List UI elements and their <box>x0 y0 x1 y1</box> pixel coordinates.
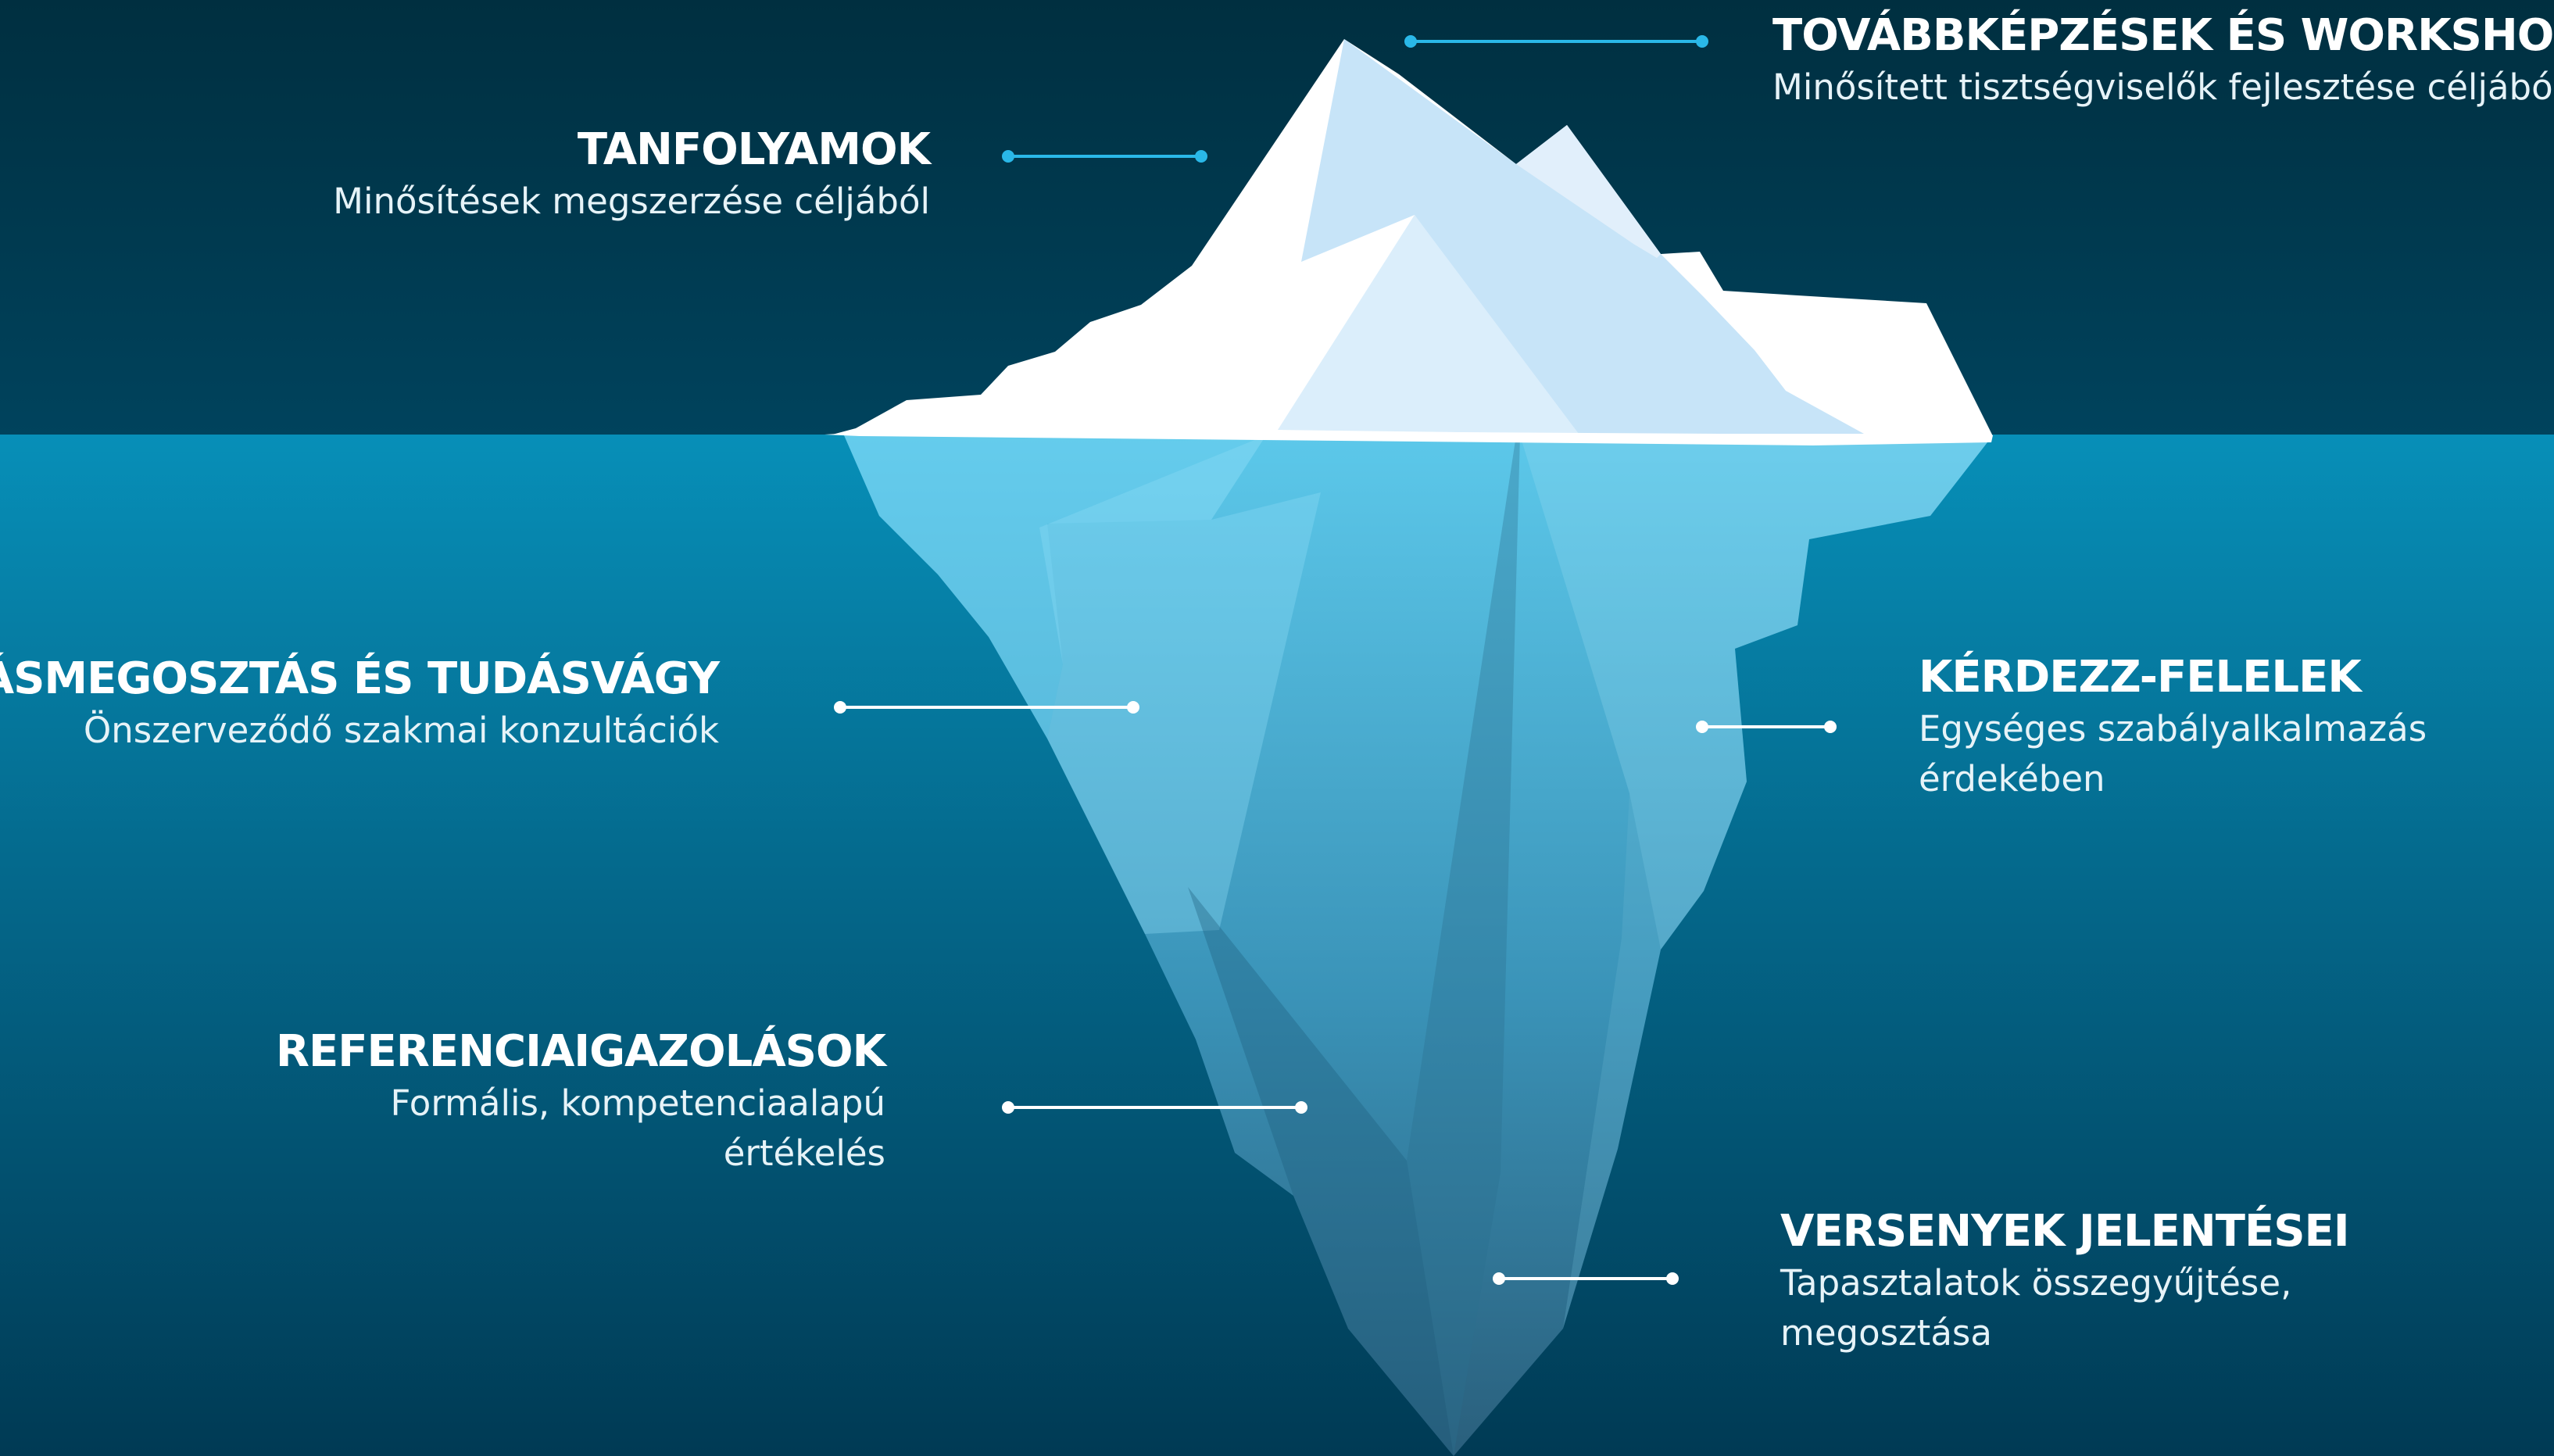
label-tanfolyamok: TANFOLYAMOK Minősítések megszerzése célj… <box>333 123 931 227</box>
label-subtitle-line1: Egységes szabályalkalmazás <box>1919 708 2427 749</box>
connector-versenyek <box>1493 1272 1679 1285</box>
connector-kerdezz <box>1696 721 1837 733</box>
label-referencia: REFERENCIAIGAZOLÁSOK Formális, kompetenc… <box>275 1025 886 1179</box>
connector-tudasmegosztas <box>834 701 1139 714</box>
iceberg-underwater <box>844 435 1993 1456</box>
label-subtitle-line2: érdekében <box>1919 758 2105 800</box>
label-title: REFERENCIAIGAZOLÁSOK <box>275 1026 886 1077</box>
label-title: TANFOLYAMOK <box>577 124 931 175</box>
label-subtitle-line2: megosztása <box>1780 1312 1992 1354</box>
label-tudasmegosztas: TUDÁSMEGOSZTÁS ÉS TUDÁSVÁGY Önszerveződő… <box>0 653 720 756</box>
label-title: TOVÁBBKÉPZÉSEK ÉS WORKSHOPOK <box>1772 10 2554 61</box>
connector-tovabbkepzesek <box>1404 35 1708 48</box>
connector-referencia <box>1002 1101 1307 1114</box>
label-versenyek: VERSENYEK JELENTÉSEI Tapasztalatok össze… <box>1780 1205 2350 1358</box>
iceberg-above <box>825 39 1993 445</box>
label-subtitle-line1: Tapasztalatok összegyűjtése, <box>1780 1262 2292 1304</box>
label-title: KÉRDEZZ-FELELEK <box>1919 652 2362 703</box>
label-subtitle-line2: értékelés <box>723 1132 885 1174</box>
connector-tanfolyamok <box>1002 150 1207 163</box>
label-subtitle-line1: Formális, kompetenciaalapú <box>390 1082 885 1124</box>
label-tovabbkepzesek: TOVÁBBKÉPZÉSEK ÉS WORKSHOPOK Minősített … <box>1772 9 2554 113</box>
label-title: TUDÁSMEGOSZTÁS ÉS TUDÁSVÁGY <box>0 653 720 704</box>
label-subtitle: Minősítések megszerzése céljából <box>333 181 930 222</box>
label-subtitle: Önszerveződő szakmai konzultációk <box>83 710 719 751</box>
label-kerdezz: KÉRDEZZ-FELELEK Egységes szabályalkalmaz… <box>1919 651 2427 804</box>
label-subtitle: Minősített tisztségviselők fejlesztése c… <box>1772 66 2554 108</box>
label-title: VERSENYEK JELENTÉSEI <box>1780 1206 2350 1257</box>
